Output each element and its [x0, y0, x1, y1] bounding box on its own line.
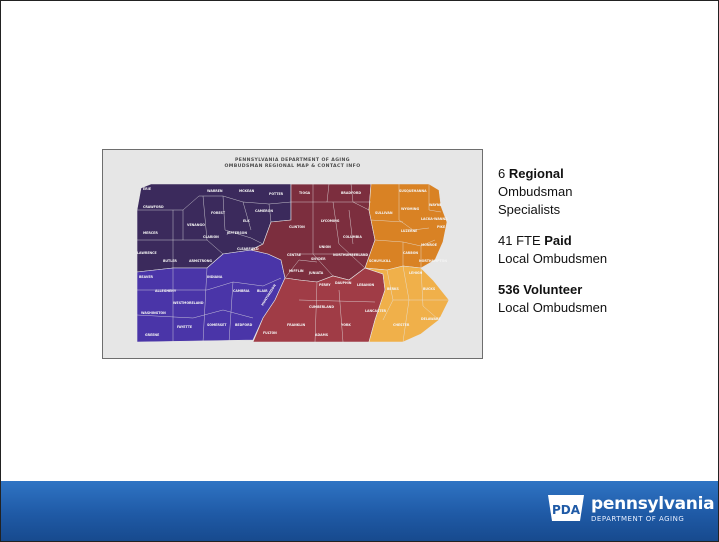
county-label: SCHUYLKILL — [369, 259, 391, 263]
county-label: BERKS — [387, 287, 400, 291]
county-label: BUCKS — [423, 287, 436, 291]
stats-list: 6 Regional Ombudsman Specialists 41 FTE … — [498, 165, 698, 330]
logo-abbr: PDA — [552, 503, 581, 517]
county-label: CUMBERLAND — [309, 305, 334, 309]
stat-paid-text: Local Ombudsmen — [498, 251, 608, 266]
county-label: LEBANON — [357, 283, 374, 287]
logo-subtitle: DEPARTMENT OF AGING — [591, 515, 685, 523]
county-label: WAYNE — [429, 203, 442, 207]
county-label: CLEARFIELD — [237, 247, 259, 251]
county-label: WASHINGTON — [141, 311, 166, 315]
stat-volunteer-text: Local Ombudsmen — [498, 300, 608, 315]
map-title-line-2: OMBUDSMAN REGIONAL MAP & CONTACT INFO — [224, 164, 361, 169]
stat-regional-count: 6 — [498, 166, 506, 181]
county-label: ELK — [243, 219, 250, 223]
county-label: CAMERON — [255, 209, 273, 213]
stat-regional: 6 Regional Ombudsman Specialists — [498, 165, 698, 219]
county-label: WARREN — [207, 189, 223, 193]
county-label: WESTMORELAND — [173, 301, 204, 305]
county-label: MIFFLIN — [289, 269, 304, 273]
county-label: FOREST — [211, 211, 226, 215]
stat-paid-bold: Paid — [544, 233, 572, 248]
county-label: GREENE — [145, 333, 159, 337]
county-label: CLARION — [203, 235, 219, 239]
county-label: JEFFERSON — [226, 231, 247, 235]
county-label: FAYETTE — [177, 325, 192, 329]
county-label: DAUPHIN — [335, 281, 352, 285]
county-label: BEAVER — [139, 275, 154, 279]
county-label: MERCER — [143, 231, 158, 235]
pda-logo: PDA pennsylvania DEPARTMENT OF AGING — [545, 493, 715, 527]
county-label: NORTHUMBERLAND — [333, 253, 369, 257]
stat-paid: 41 FTE Paid Local Ombudsmen — [498, 232, 698, 268]
county-label: LEHIGH — [409, 271, 423, 275]
county-label: ARMSTRONG — [189, 259, 212, 263]
county-label: MCKEAN — [239, 189, 255, 193]
county-label: SNYDER — [311, 257, 326, 261]
county-label: SUSQUEHANNA — [399, 189, 427, 193]
county-label: LUZERNE — [401, 229, 417, 233]
county-label: PERRY — [319, 283, 331, 287]
stat-paid-prefix: 41 FTE — [498, 233, 541, 248]
stat-regional-text: Ombudsman Specialists — [498, 184, 573, 217]
regional-map: PENNSYLVANIA DEPARTMENT OF AGING OMBUDSM… — [102, 149, 483, 359]
county-label: NORTHAMPTON — [419, 259, 447, 263]
county-label: ADAMS — [315, 333, 329, 337]
county-label: WYOMING — [401, 207, 419, 211]
county-label: MONROE — [421, 243, 437, 247]
stat-volunteer: 536 Volunteer Local Ombudsmen — [498, 281, 698, 317]
keystone-icon: PDA — [548, 495, 584, 521]
county-label: PIKE — [437, 225, 445, 229]
county-label: ALLEGHENY — [155, 289, 177, 293]
county-label: CHESTER — [393, 323, 410, 327]
county-label: CLINTON — [289, 225, 305, 229]
county-label: CENTRE — [287, 253, 301, 257]
county-label: YORK — [340, 323, 351, 327]
map-title: PENNSYLVANIA DEPARTMENT OF AGING OMBUDSM… — [103, 158, 482, 170]
county-label: BUTLER — [163, 259, 177, 263]
map-title-line-1: PENNSYLVANIA DEPARTMENT OF AGING — [235, 158, 350, 163]
county-label: SOMERSET — [207, 323, 227, 327]
county-label: POTTER — [269, 192, 284, 196]
county-label: ERIE — [143, 187, 151, 191]
county-label: DELAWARE — [421, 317, 441, 321]
county-label: FULTON — [263, 331, 277, 335]
county-label: BRADFORD — [341, 191, 361, 195]
county-label: SULLIVAN — [375, 211, 393, 215]
county-label: UNION — [319, 245, 331, 249]
county-label: JUNIATA — [308, 271, 324, 275]
county-label: INDIANA — [207, 275, 223, 279]
county-lines — [136, 183, 449, 343]
stat-regional-bold: Regional — [508, 166, 564, 181]
county-label: LAWRENCE — [137, 251, 157, 255]
county-label: TIOGA — [299, 191, 311, 195]
map-svg: ERIE WARREN MCKEAN POTTER CRAWFORD FORES… — [136, 183, 450, 343]
county-label: VENANGO — [187, 223, 205, 227]
county-label: CARBON — [403, 251, 418, 255]
logo-wordmark: pennsylvania — [591, 494, 715, 514]
region-southeast — [364, 265, 450, 343]
footer-bar — [1, 481, 718, 541]
county-label: CRAWFORD — [143, 205, 164, 209]
county-label: LACKA-WANNA — [421, 217, 448, 221]
county-label: LANCASTER — [365, 309, 387, 313]
county-label: CAMBRIA — [233, 289, 250, 293]
county-label: FRANKLIN — [287, 323, 305, 327]
county-label: LYCOMING — [321, 219, 340, 223]
county-label: BEDFORD — [235, 323, 253, 327]
stat-volunteer-bold: 536 Volunteer — [498, 282, 583, 297]
county-label: COLUMBIA — [343, 235, 362, 239]
county-label: BLAIR — [257, 289, 268, 293]
